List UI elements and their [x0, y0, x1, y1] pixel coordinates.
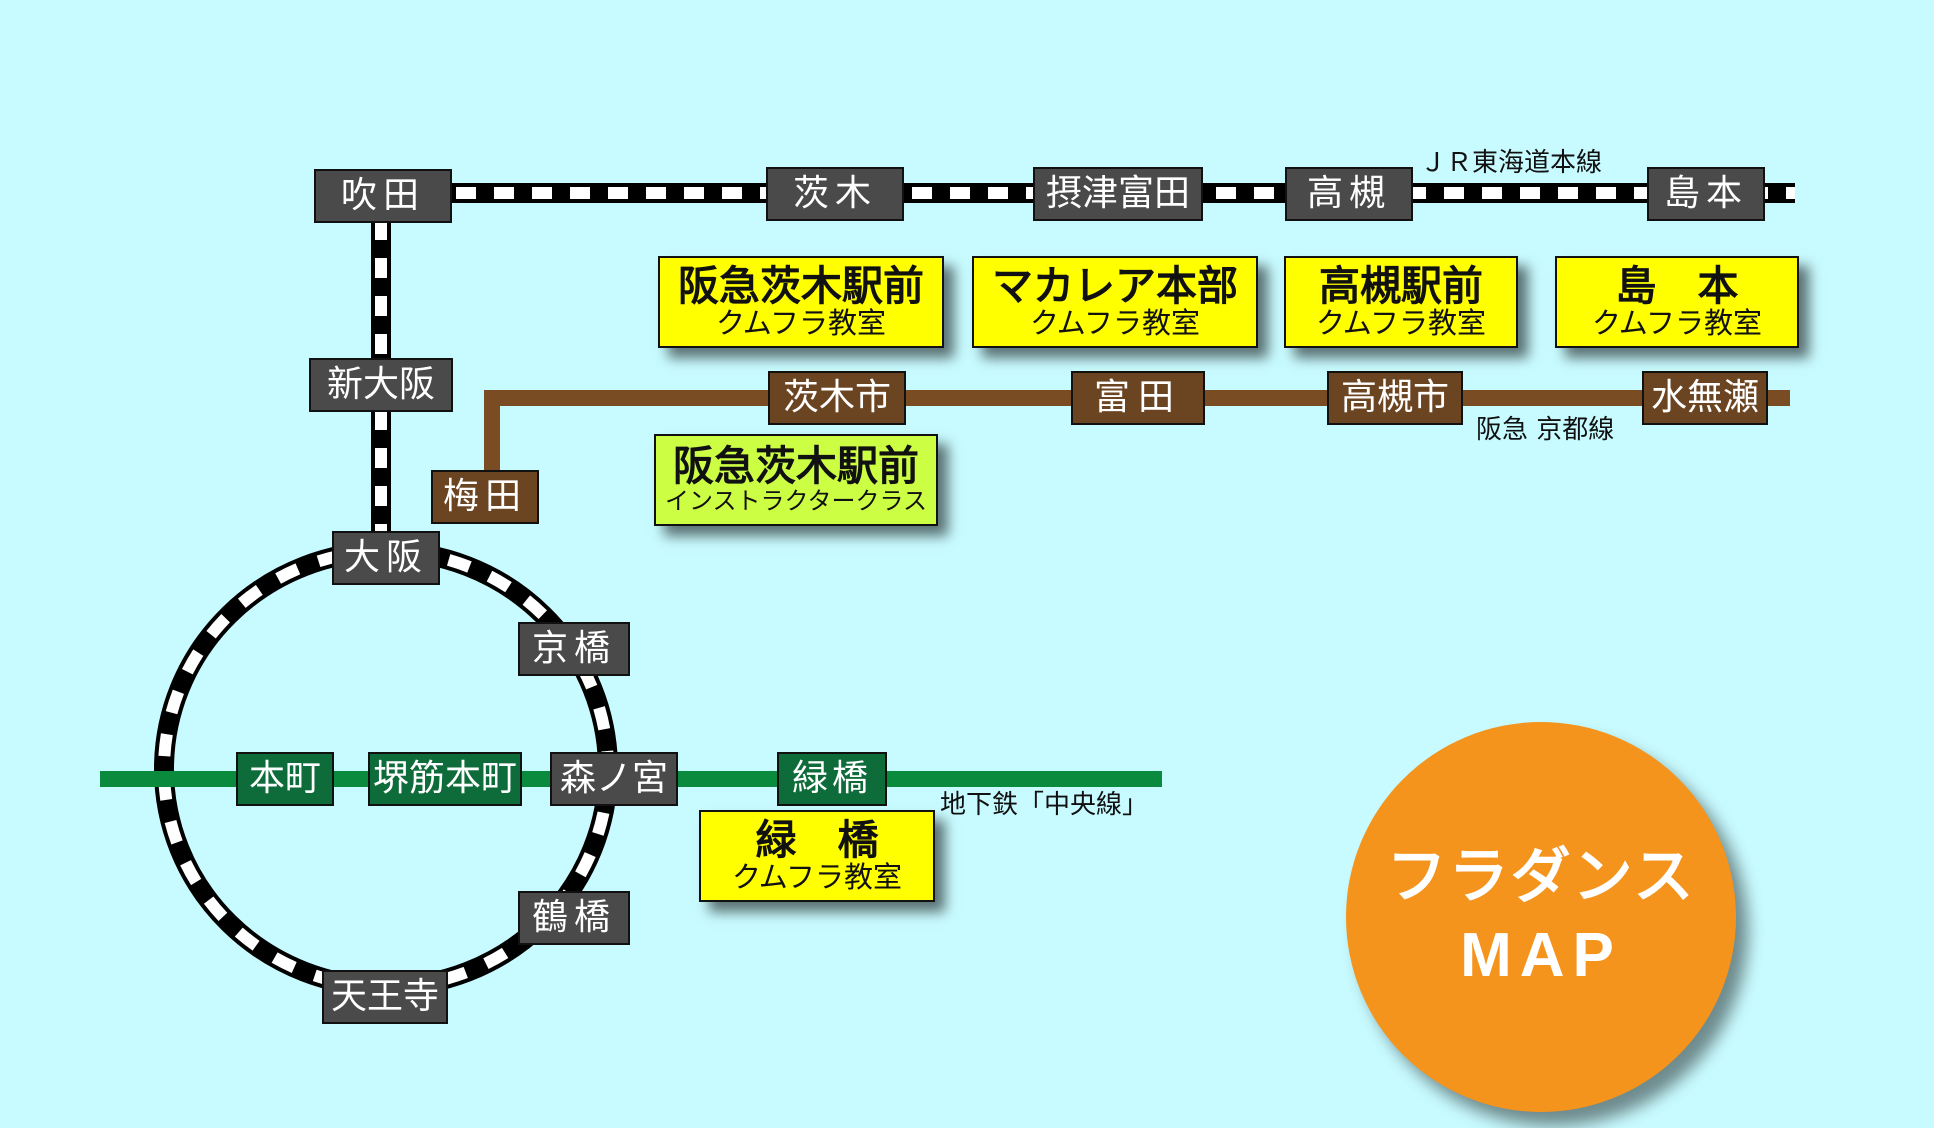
station-tonda[interactable]: 富田 [1071, 371, 1205, 425]
station-ibaraki-shi[interactable]: 茨木市 [768, 371, 906, 425]
station-morinomiya[interactable]: 森ノ宮 [550, 752, 678, 806]
map-title-badge: フラダンス MAP [1346, 722, 1736, 1112]
class-hankyu-ibaraki[interactable]: 阪急茨木駅前 クムフラ教室 [658, 256, 944, 348]
station-sakaisuji-honmachi[interactable]: 堺筋本町 [368, 752, 522, 806]
station-osaka[interactable]: 大阪 [332, 531, 440, 585]
station-takatsuki[interactable]: 高槻 [1285, 167, 1413, 221]
station-ibaraki[interactable]: 茨木 [766, 167, 904, 221]
class-title: 緑 橋 [755, 815, 879, 864]
station-kyobashi[interactable]: 京橋 [518, 622, 630, 676]
class-subtitle: インストラクタークラス [664, 487, 928, 516]
hankyu-kyoto-label: 阪急 京都線 [1476, 415, 1615, 445]
station-takatsuki-shi[interactable]: 高槻市 [1327, 371, 1463, 425]
class-title: マカレア本部 [992, 261, 1238, 310]
class-title: 阪急茨木駅前 [673, 442, 919, 491]
class-midoribashi[interactable]: 緑 橋 クムフラ教室 [699, 810, 935, 902]
station-tennoji[interactable]: 天王寺 [322, 970, 448, 1024]
station-minase[interactable]: 水無瀬 [1642, 371, 1768, 425]
class-hankyu-ibaraki-instructor[interactable]: 阪急茨木駅前 インストラクタークラス [654, 434, 938, 526]
class-makalea-hq[interactable]: マカレア本部 クムフラ教室 [972, 256, 1258, 348]
station-shimamoto[interactable]: 島本 [1647, 167, 1765, 221]
chuo-line-label: 地下鉄「中央線」 [940, 790, 1149, 820]
station-midoribashi[interactable]: 緑橋 [777, 752, 887, 806]
station-honmachi[interactable]: 本町 [236, 752, 334, 806]
map-title-line1: フラダンス [1386, 841, 1696, 912]
station-suita[interactable]: 吹田 [314, 169, 452, 223]
class-subtitle: クムフラ教室 [732, 859, 902, 894]
jr-tokaido-label: ＪＲ東海道本線 [1420, 148, 1603, 178]
class-shimamoto[interactable]: 島 本 クムフラ教室 [1555, 256, 1799, 348]
station-tsuruhashi[interactable]: 鶴橋 [518, 891, 630, 945]
class-takatsuki[interactable]: 高槻駅前 クムフラ教室 [1284, 256, 1518, 348]
class-subtitle: クムフラ教室 [1592, 305, 1762, 340]
class-subtitle: クムフラ教室 [1316, 305, 1486, 340]
class-title: 島 本 [1615, 261, 1739, 310]
class-subtitle: クムフラ教室 [716, 305, 886, 340]
class-subtitle: クムフラ教室 [1030, 305, 1200, 340]
station-umeda[interactable]: 梅田 [431, 470, 539, 524]
map-title-line2: MAP [1460, 920, 1622, 990]
class-title: 阪急茨木駅前 [678, 261, 924, 310]
station-settsu-tonda[interactable]: 摂津富田 [1033, 167, 1203, 221]
class-title: 高槻駅前 [1319, 261, 1483, 310]
station-shin-osaka[interactable]: 新大阪 [309, 358, 453, 412]
